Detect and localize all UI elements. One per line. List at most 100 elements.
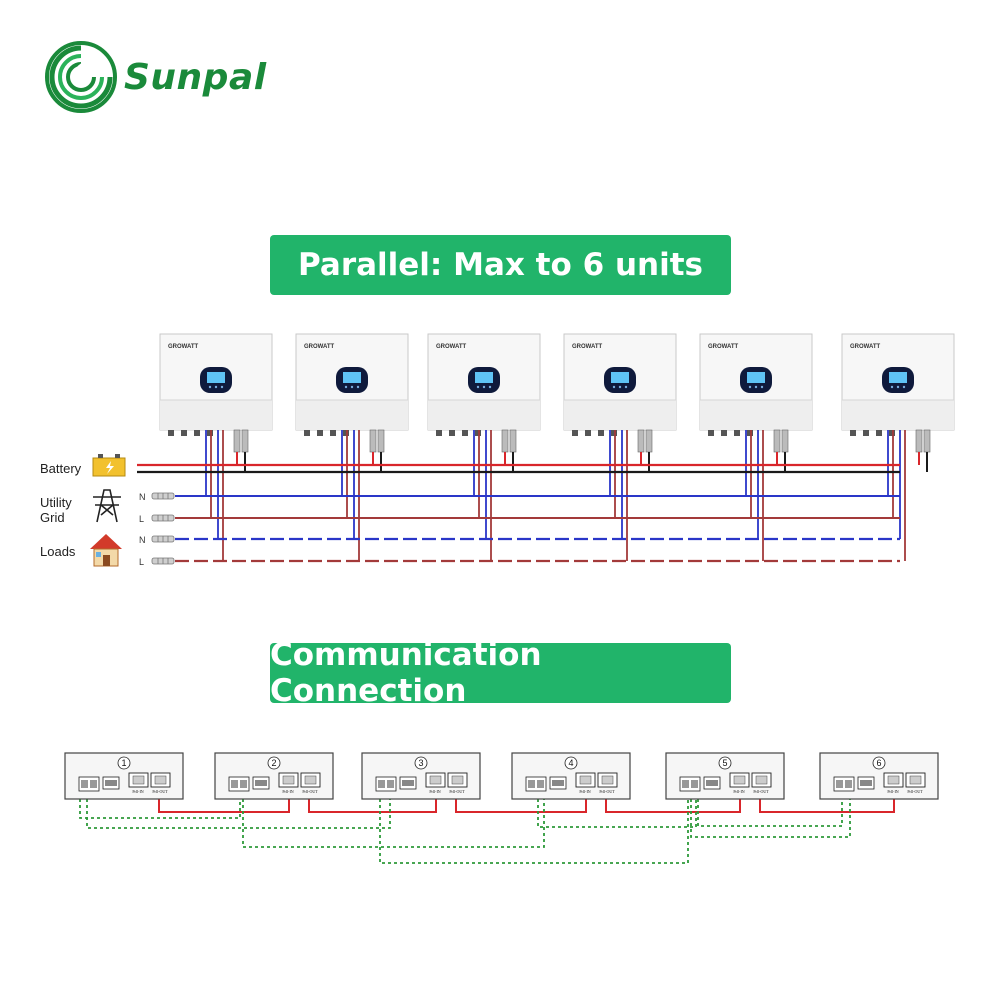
inverter-unit: GROWATT (841, 333, 955, 561)
unit-number-circle (267, 756, 281, 770)
battery-connector-icon (369, 429, 377, 453)
rj45-out-port-icon (751, 772, 772, 788)
grid-n-label: N (139, 492, 146, 502)
unit-number: 5 (722, 758, 727, 768)
prll-out-label: Prll-OUT (753, 789, 769, 794)
unit-number: 4 (568, 758, 573, 768)
current-share-cable (537, 799, 697, 828)
parallel-banner: Parallel: Max to 6 units (270, 235, 731, 295)
terminal-port-icon (399, 776, 417, 790)
parallel-comm-cable (308, 799, 437, 813)
current-share-cable (79, 799, 241, 819)
parallel-comm-cable (158, 799, 290, 813)
battery-connector-icon (509, 429, 517, 453)
unit-number-circle (718, 756, 732, 770)
battery-connector-icon (233, 429, 241, 453)
prll-in-label: Prll-IN (579, 789, 590, 794)
unit-number-circle (117, 756, 131, 770)
terminal-port-icon (703, 776, 721, 790)
prll-out-label: Prll-OUT (449, 789, 465, 794)
inverter-unit: GROWATT (699, 333, 813, 561)
parallel-comm-cable (605, 799, 741, 813)
rj45-out-port-icon (447, 772, 468, 788)
rj45-in-port-icon (729, 772, 750, 788)
current-share-cable (86, 799, 391, 829)
unit-number: 1 (121, 758, 126, 768)
rj45-in-port-icon (575, 772, 596, 788)
terminal-port-icon (102, 776, 120, 790)
battery-label: Battery (40, 461, 82, 476)
battery-connector-icon (637, 429, 645, 453)
inverter-brand-label: GROWATT (168, 344, 199, 350)
share-port-icon (228, 776, 250, 792)
terminal-port-icon (549, 776, 567, 790)
inverter-brand-label: GROWATT (304, 344, 335, 350)
share-port-icon (679, 776, 701, 792)
prll-in-label: Prll-IN (132, 789, 143, 794)
rj45-out-port-icon (300, 772, 321, 788)
inverter-brand-label: GROWATT (708, 344, 739, 350)
grid-l-label: L (139, 514, 144, 524)
parallel-comm-cable (759, 799, 895, 813)
share-port-icon (375, 776, 397, 792)
loads-label: Loads (40, 544, 76, 559)
prll-out-label: Prll-OUT (302, 789, 318, 794)
current-share-cable (690, 799, 851, 838)
communication-banner: Communication Connection (270, 637, 731, 709)
share-port-icon (525, 776, 547, 792)
battery-connector-icon (923, 429, 931, 453)
inverter-unit: GROWATT (295, 333, 409, 561)
rj45-out-port-icon (150, 772, 171, 788)
current-share-cable (242, 799, 545, 848)
rj45-in-port-icon (883, 772, 904, 788)
battery-icon (92, 454, 126, 477)
rj45-in-port-icon (278, 772, 299, 788)
sunpal-swirl-icon (45, 41, 117, 113)
inverter-unit: GROWATT (563, 333, 677, 561)
rj45-out-port-icon (905, 772, 926, 788)
house-icon (90, 534, 122, 567)
load-n-label: N (139, 535, 146, 545)
current-share-cable (697, 799, 843, 827)
unit-number-circle (564, 756, 578, 770)
prll-out-label: Prll-OUT (152, 789, 168, 794)
sunpal-logo: Sunpal (44, 40, 267, 114)
battery-connector-icon (241, 429, 249, 453)
inverter-unit: GROWATT (159, 333, 273, 561)
rj45-out-port-icon (597, 772, 618, 788)
prll-in-label: Prll-IN (429, 789, 440, 794)
utility-label-line2: Grid (40, 510, 65, 525)
prll-in-label: Prll-IN (887, 789, 898, 794)
battery-connector-icon (377, 429, 385, 453)
power-tower-icon (93, 489, 121, 523)
battery-connector-icon (915, 429, 923, 453)
prll-in-label: Prll-IN (282, 789, 293, 794)
battery-connector-icon (645, 429, 653, 453)
cable-plug-icon (151, 557, 175, 565)
cable-plug-icon (151, 514, 175, 522)
unit-number: 3 (418, 758, 423, 768)
battery-connector-icon (781, 429, 789, 453)
unit-number: 2 (271, 758, 276, 768)
inverter-brand-label: GROWATT (436, 344, 467, 350)
inverter-unit: GROWATT (427, 333, 541, 561)
load-l-label: L (139, 557, 144, 567)
unit-number-circle (414, 756, 428, 770)
parallel-comm-cable (455, 799, 587, 813)
share-port-icon (78, 776, 100, 792)
prll-out-label: Prll-OUT (599, 789, 615, 794)
inverter-brand-label: GROWATT (572, 344, 603, 350)
battery-connector-icon (501, 429, 509, 453)
prll-out-label: Prll-OUT (907, 789, 923, 794)
parallel-wiring-diagram: GROWATT GROWATT GROWATT GROWATT GROWATT GROWA… (40, 333, 955, 567)
terminal-port-icon (857, 776, 875, 790)
current-share-cable (379, 799, 689, 864)
unit-number-circle (872, 756, 886, 770)
logo-text: Sunpal (124, 56, 267, 98)
